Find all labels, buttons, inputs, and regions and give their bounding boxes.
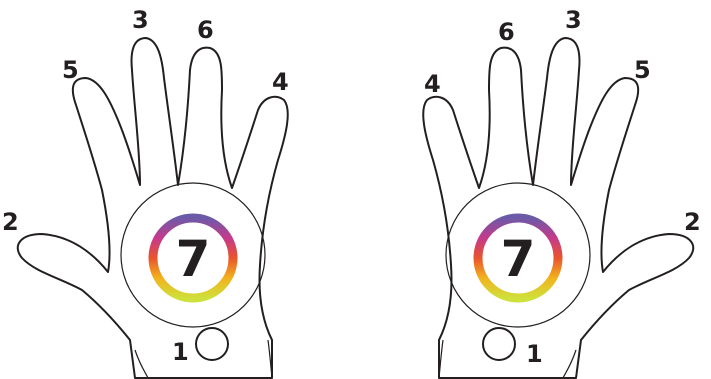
left-index-number: 4 (272, 68, 289, 96)
right-wrist-circle (483, 328, 515, 360)
right-ring-number: 3 (565, 6, 582, 34)
right-wrist-number: 1 (526, 340, 543, 368)
left-thumb-number: 2 (2, 208, 19, 236)
left-wrist-circle (196, 328, 228, 360)
right-middle-number: 6 (498, 18, 515, 46)
left-palm-number: 7 (176, 230, 211, 288)
right-index-number: 4 (424, 70, 441, 98)
right-hand: 7 2 5 3 6 4 1 (423, 6, 700, 378)
left-ring-number: 3 (132, 6, 149, 34)
left-middle-number: 6 (197, 16, 214, 44)
left-hand: 7 2 5 3 6 4 1 (2, 6, 289, 378)
right-pinky-number: 5 (634, 56, 651, 84)
right-palm-number: 7 (501, 230, 536, 288)
left-pinky-number: 5 (62, 56, 79, 84)
left-wrist-number: 1 (172, 338, 189, 366)
right-thumb-number: 2 (684, 208, 701, 236)
